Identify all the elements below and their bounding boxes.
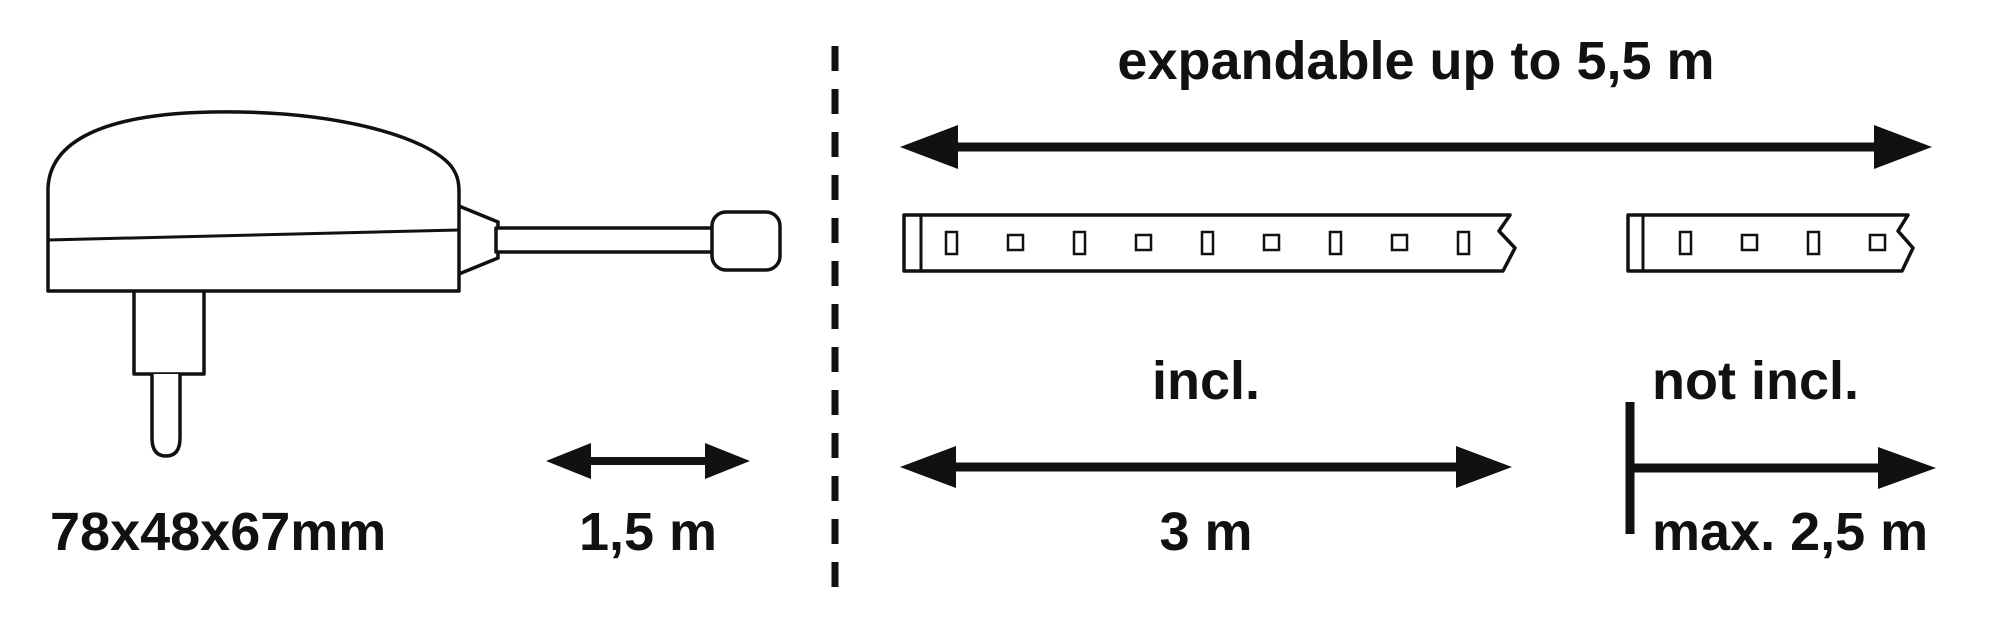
adapter-body — [46, 110, 461, 293]
max-extension-label: max. 2,5 m — [1652, 502, 1929, 562]
left-arrowhead — [546, 443, 591, 479]
led-chip — [1072, 230, 1087, 256]
led-chip — [944, 230, 959, 256]
right-arrowhead — [1874, 125, 1932, 169]
included-length-arrow — [900, 446, 1512, 488]
right-arrowhead — [705, 443, 750, 479]
led-strip-included — [902, 213, 1517, 273]
max-extension-arrow — [1625, 402, 1936, 534]
expandable-arrow — [900, 125, 1932, 169]
plug-prong — [150, 374, 182, 458]
expandable-label: expandable up to 5,5 m — [1117, 31, 1715, 91]
not-included-label: not incl. — [1652, 351, 1859, 411]
right-arrowhead — [1878, 447, 1936, 489]
adapter-seam-line — [47, 228, 460, 242]
led-chip — [1006, 233, 1025, 252]
included-length-label: 3 m — [1159, 502, 1253, 562]
cable-connector — [710, 210, 782, 272]
led-chip — [1200, 230, 1215, 256]
included-label: incl. — [1151, 351, 1261, 411]
led-chip — [1328, 230, 1343, 256]
led-chip — [1868, 233, 1887, 252]
power-adapter-illustration — [46, 110, 782, 458]
dashed-divider — [831, 46, 839, 600]
cable-length-arrow — [546, 443, 750, 479]
left-arrowhead — [900, 446, 956, 488]
right-arrowhead — [1456, 446, 1512, 488]
led-chip — [1262, 233, 1281, 252]
plug-block — [132, 284, 206, 376]
cable-length-label: 1,5 m — [578, 502, 718, 562]
led-chip — [1806, 230, 1821, 256]
led-chip — [1134, 233, 1153, 252]
led-chip — [1678, 230, 1693, 256]
led-chip — [1740, 233, 1759, 252]
strip-outline — [1626, 213, 1915, 273]
adapter-cable — [494, 226, 716, 254]
left-arrowhead — [900, 125, 958, 169]
adapter-dimensions-label: 78x48x67mm — [50, 502, 387, 562]
led-chip — [1390, 233, 1409, 252]
led-strip-extension — [1626, 213, 1915, 273]
led-chip — [1456, 230, 1471, 256]
